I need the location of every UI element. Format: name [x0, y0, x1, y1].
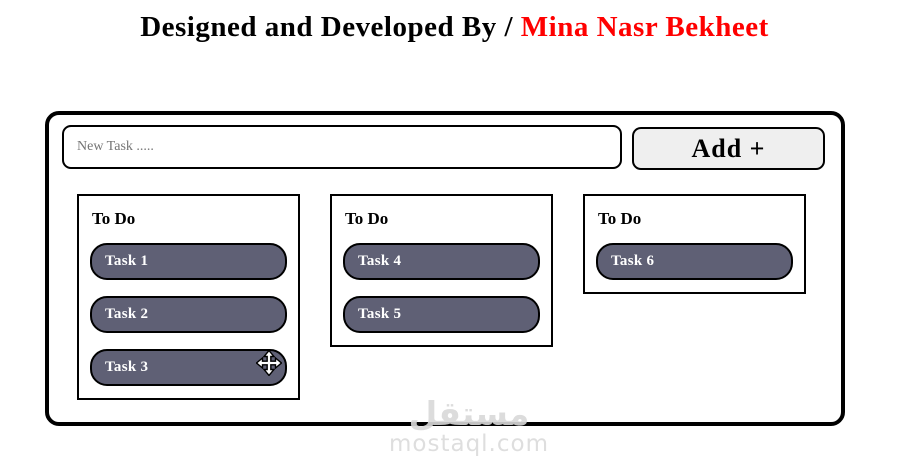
board-columns: To Do Task 1 Task 2 Task 3 To Do Task 4 … [77, 194, 806, 400]
column-header: To Do [92, 209, 136, 228]
watermark-site-text: mostaql.com [389, 431, 549, 457]
task-board: Add + To Do Task 1 Task 2 Task 3 To Do T… [45, 111, 845, 426]
todo-column-2: To Do Task 4 Task 5 [330, 194, 553, 347]
task-item[interactable]: Task 1 [90, 243, 287, 280]
task-item[interactable]: Task 3 [90, 349, 287, 386]
todo-column-3: To Do Task 6 [583, 194, 806, 294]
column-header: To Do [598, 209, 642, 228]
add-task-button[interactable]: Add + [632, 127, 825, 170]
task-item[interactable]: Task 4 [343, 243, 540, 280]
page-title: Designed and Developed By / Mina Nasr Be… [0, 11, 909, 44]
page-title-author: Mina Nasr Bekheet [520, 11, 769, 43]
task-item[interactable]: Task 5 [343, 296, 540, 333]
new-task-input[interactable] [62, 125, 622, 169]
todo-column-1: To Do Task 1 Task 2 Task 3 [77, 194, 300, 400]
task-item[interactable]: Task 6 [596, 243, 793, 280]
page: { "header": { "title_prefix": "Designed … [0, 11, 909, 467]
task-item[interactable]: Task 2 [90, 296, 287, 333]
page-title-prefix: Designed and Developed By / [140, 11, 521, 43]
column-header: To Do [345, 209, 389, 228]
